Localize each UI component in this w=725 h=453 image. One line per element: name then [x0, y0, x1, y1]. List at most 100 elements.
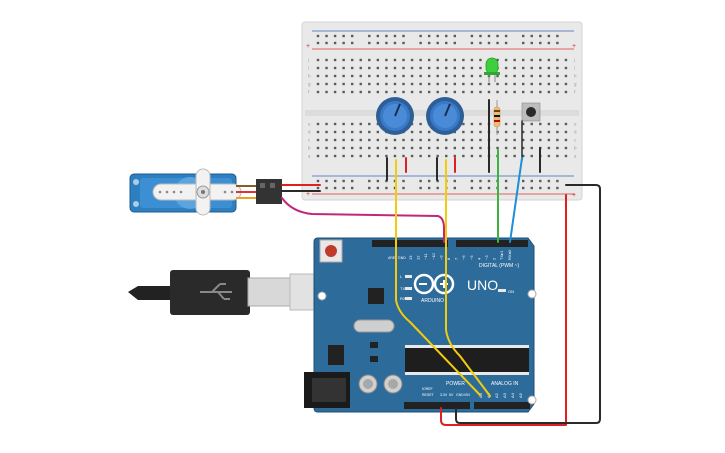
- rail-hole[interactable]: [522, 179, 525, 183]
- breadboard-hole[interactable]: [393, 66, 397, 70]
- breadboard-hole[interactable]: [376, 58, 380, 62]
- potentiometer-left[interactable]: [376, 97, 414, 135]
- breadboard-hole[interactable]: [530, 58, 533, 62]
- breadboard-hole[interactable]: [325, 154, 328, 158]
- breadboard-hole[interactable]: [436, 74, 439, 78]
- breadboard-hole[interactable]: [522, 90, 525, 94]
- breadboard-hole[interactable]: [402, 66, 405, 70]
- breadboard-hole[interactable]: [342, 130, 345, 134]
- rail-hole[interactable]: [342, 34, 345, 38]
- breadboard-hole[interactable]: [436, 146, 439, 150]
- rail-hole[interactable]: [453, 179, 456, 183]
- rail-hole[interactable]: [427, 179, 431, 183]
- breadboard-hole[interactable]: [376, 66, 380, 70]
- rail-hole[interactable]: [436, 34, 439, 38]
- breadboard-hole[interactable]: [470, 66, 474, 70]
- breadboard-hole[interactable]: [513, 122, 516, 126]
- breadboard-hole[interactable]: [547, 154, 551, 158]
- breadboard-hole[interactable]: [504, 74, 508, 78]
- wire-servo-signal[interactable]: [281, 197, 445, 243]
- breadboard-hole[interactable]: [504, 154, 508, 158]
- breadboard-hole[interactable]: [513, 130, 516, 134]
- breadboard-hole[interactable]: [342, 146, 345, 150]
- breadboard-hole[interactable]: [564, 66, 568, 70]
- breadboard-hole[interactable]: [496, 82, 499, 86]
- breadboard-hole[interactable]: [333, 82, 337, 86]
- breadboard-hole[interactable]: [462, 90, 465, 94]
- breadboard-hole[interactable]: [402, 146, 405, 150]
- breadboard-hole[interactable]: [504, 66, 508, 70]
- breadboard-hole[interactable]: [530, 90, 533, 94]
- breadboard-hole[interactable]: [496, 90, 499, 94]
- breadboard-hole[interactable]: [547, 82, 551, 86]
- breadboard-hole[interactable]: [513, 74, 516, 78]
- breadboard-hole[interactable]: [462, 154, 465, 158]
- breadboard-hole[interactable]: [402, 74, 405, 78]
- breadboard-hole[interactable]: [342, 154, 345, 158]
- rail-hole[interactable]: [496, 34, 499, 38]
- breadboard-hole[interactable]: [436, 58, 439, 62]
- breadboard-hole[interactable]: [316, 154, 320, 158]
- breadboard-hole[interactable]: [504, 138, 508, 142]
- rail-hole[interactable]: [419, 41, 422, 45]
- breadboard-hole[interactable]: [325, 82, 328, 86]
- breadboard-hole[interactable]: [351, 90, 354, 94]
- breadboard-hole[interactable]: [402, 58, 405, 62]
- breadboard-hole[interactable]: [462, 130, 465, 134]
- breadboard-hole[interactable]: [359, 154, 362, 158]
- breadboard-hole[interactable]: [368, 130, 371, 134]
- breadboard-hole[interactable]: [530, 154, 533, 158]
- breadboard-hole[interactable]: [359, 130, 362, 134]
- breadboard-hole[interactable]: [393, 138, 397, 142]
- rail-hole[interactable]: [453, 41, 456, 45]
- rail-hole[interactable]: [376, 41, 380, 45]
- breadboard-hole[interactable]: [453, 74, 456, 78]
- rail-hole[interactable]: [445, 41, 448, 45]
- breadboard-hole[interactable]: [496, 146, 499, 150]
- breadboard-hole[interactable]: [351, 82, 354, 86]
- breadboard-hole[interactable]: [522, 146, 525, 150]
- rail-hole[interactable]: [436, 41, 439, 45]
- breadboard-hole[interactable]: [427, 66, 431, 70]
- breadboard-hole[interactable]: [419, 82, 422, 86]
- rail-hole[interactable]: [393, 179, 397, 183]
- rail-hole[interactable]: [487, 179, 491, 183]
- breadboard-hole[interactable]: [530, 130, 533, 134]
- rail-hole[interactable]: [556, 186, 559, 190]
- breadboard-hole[interactable]: [436, 90, 439, 94]
- breadboard-hole[interactable]: [479, 146, 482, 150]
- breadboard-hole[interactable]: [359, 138, 362, 142]
- breadboard-hole[interactable]: [385, 66, 388, 70]
- breadboard-hole[interactable]: [436, 82, 439, 86]
- breadboard-hole[interactable]: [487, 82, 491, 86]
- breadboard-hole[interactable]: [427, 130, 431, 134]
- breadboard-hole[interactable]: [325, 58, 328, 62]
- breadboard-hole[interactable]: [522, 154, 525, 158]
- breadboard-hole[interactable]: [376, 82, 380, 86]
- breadboard-hole[interactable]: [316, 82, 320, 86]
- rail-hole[interactable]: [470, 41, 474, 45]
- breadboard-hole[interactable]: [513, 154, 516, 158]
- breadboard-hole[interactable]: [419, 130, 422, 134]
- rail-hole[interactable]: [368, 179, 371, 183]
- breadboard-hole[interactable]: [564, 122, 568, 126]
- breadboard-hole[interactable]: [539, 122, 542, 126]
- rail-hole[interactable]: [453, 186, 456, 190]
- breadboard-hole[interactable]: [402, 90, 405, 94]
- breadboard-hole[interactable]: [504, 146, 508, 150]
- breadboard-hole[interactable]: [333, 90, 337, 94]
- arduino-board[interactable]: UNO ARDUINO DIGITAL (PWM ~) ON L TX RX P…: [304, 237, 537, 413]
- rail-hole[interactable]: [470, 186, 474, 190]
- rail-hole[interactable]: [351, 34, 354, 38]
- breadboard-hole[interactable]: [359, 66, 362, 70]
- breadboard-hole[interactable]: [445, 66, 448, 70]
- breadboard-hole[interactable]: [462, 82, 465, 86]
- rail-hole[interactable]: [530, 179, 533, 183]
- breadboard-hole[interactable]: [325, 138, 328, 142]
- breadboard-hole[interactable]: [539, 66, 542, 70]
- breadboard-hole[interactable]: [342, 58, 345, 62]
- breadboard-hole[interactable]: [487, 90, 491, 94]
- breadboard-hole[interactable]: [547, 74, 551, 78]
- rail-hole[interactable]: [522, 186, 525, 190]
- breadboard-hole[interactable]: [504, 82, 508, 86]
